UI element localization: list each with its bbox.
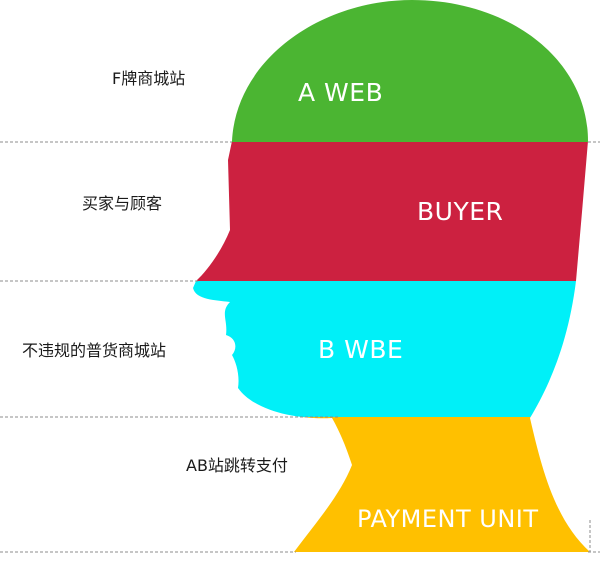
- band-label-third: B WBE: [318, 335, 404, 364]
- band-label-bottom: PAYMENT UNIT: [357, 505, 539, 533]
- side-label-second: 买家与顾客: [82, 194, 163, 213]
- band-top: [193, 0, 590, 142]
- band-label-second: BUYER: [417, 197, 504, 226]
- band-label-top: A WEB: [298, 78, 384, 107]
- side-label-top: F牌商城站: [112, 69, 186, 88]
- side-label-bottom: AB站跳转支付: [186, 456, 288, 475]
- side-label-third: 不违规的普货商城站: [22, 341, 167, 360]
- band-bottom: [193, 417, 590, 552]
- band-second: [193, 142, 590, 281]
- band-third: [193, 281, 590, 417]
